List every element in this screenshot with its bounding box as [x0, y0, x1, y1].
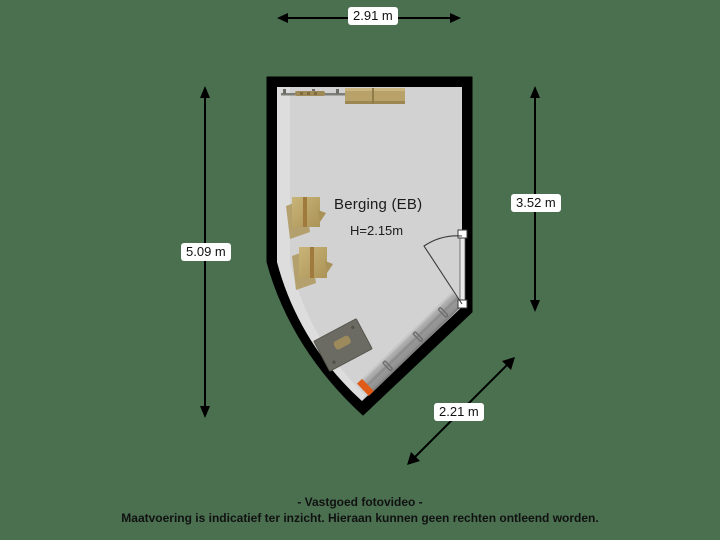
ladder	[356, 291, 464, 396]
dimension-label-top: 2.91 m	[348, 7, 398, 25]
dimension-label-right: 3.52 m	[511, 194, 561, 212]
swing-door	[423, 229, 468, 309]
caption-title: - Vastgoed fotovideo -	[297, 495, 423, 509]
floor-surface	[277, 87, 462, 401]
caption: - Vastgoed fotovideo - Maatvoering is in…	[0, 494, 720, 526]
room-height-label: H=2.15m	[350, 223, 404, 238]
room-floor	[277, 87, 462, 401]
dark-mat	[313, 318, 373, 372]
cardboard-box-upper	[286, 197, 326, 239]
room-name-label: Berging (EB)	[334, 196, 423, 213]
floor-shading	[277, 87, 365, 401]
dimension-label-left: 5.09 m	[181, 243, 231, 261]
cardboard-box-lower	[292, 247, 333, 290]
wall-rail-shelf	[281, 89, 349, 96]
dimension-label-diagonal: 2.21 m	[434, 403, 484, 421]
caption-disclaimer: Maatvoering is indicatief ter inzicht. H…	[121, 511, 599, 525]
tan-cabinet	[345, 88, 405, 104]
door-swing-arc	[423, 235, 463, 305]
